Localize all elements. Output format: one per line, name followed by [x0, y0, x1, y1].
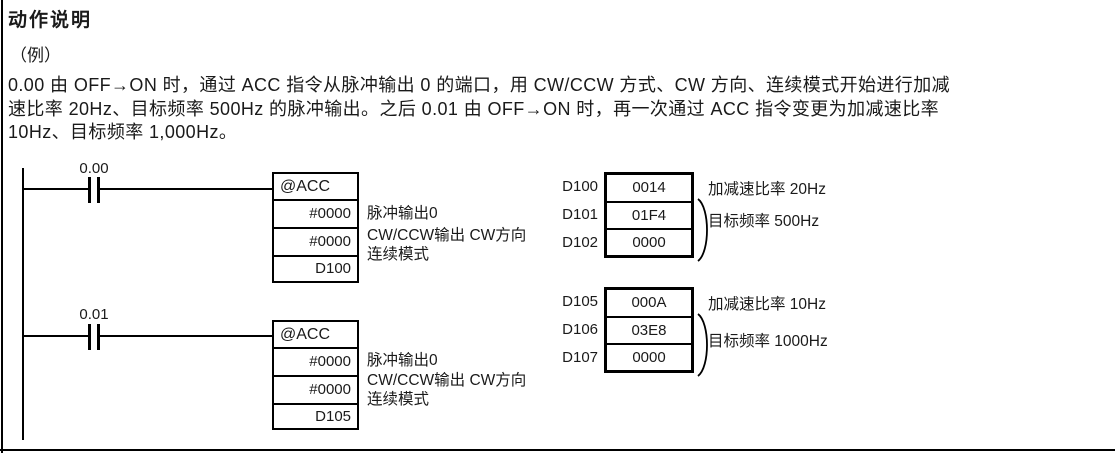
instruction-mnemonic: @ACC: [280, 178, 331, 195]
annotation-line: 连续模式: [367, 246, 430, 263]
instruction-mnemonic: @ACC: [280, 326, 331, 343]
rung1-operand2-annotation: CW/CCW输出 CW方向 连续模式: [367, 226, 526, 264]
memory-address-label: D102: [562, 234, 598, 251]
description-line-3: 10Hz、目标频率 1,000Hz。: [8, 122, 238, 142]
instruction-operand: #0000: [274, 199, 357, 227]
instruction-operand: #0000: [274, 375, 357, 403]
rung1-wire-left: [24, 188, 88, 190]
rung2-wire-left: [24, 335, 88, 337]
instruction-operand: #0000: [274, 227, 357, 255]
memory-note: 目标频率 1000Hz: [708, 333, 828, 350]
page-left-border: [1, 0, 3, 453]
description-line-2: 速比率 20Hz、目标频率 500Hz 的脉冲输出。之后 0.01 由 OFF→…: [8, 98, 940, 119]
memory-value: 0014: [632, 179, 666, 196]
instruction-operand: D105: [274, 403, 357, 428]
annotation-line: CW/CCW输出 CW方向: [367, 372, 527, 389]
rung2-contact-bar-right: [97, 324, 100, 350]
ladder-left-rail: [22, 168, 24, 440]
memory-note: 目标频率 500Hz: [708, 213, 820, 230]
memory-value-box-2: 000A 03E8 0000: [604, 287, 694, 373]
instruction-operand: D100: [274, 255, 357, 281]
description-paragraph: 0.00 由 OFF→ON 时，通过 ACC 指令从脉冲输出 0 的端口，用 C…: [8, 74, 950, 145]
description-line-1: 0.00 由 OFF→ON 时，通过 ACC 指令从脉冲输出 0 的端口，用 C…: [8, 75, 951, 95]
rung1-contact-bar-right: [97, 177, 100, 203]
grouping-brace: [697, 313, 708, 377]
memory-address-label: D101: [562, 206, 598, 223]
memory-address-label: D105: [562, 293, 598, 310]
instruction-operand: #0000: [274, 347, 357, 375]
rung1-contact-label: 0.00: [79, 160, 109, 177]
memory-address-label: D107: [562, 349, 598, 366]
page-bottom-border: [0, 449, 1115, 451]
section-title: 动作说明: [8, 10, 93, 31]
memory-note: 加减速比率 10Hz: [708, 296, 826, 313]
rung2-contact-label: 0.01: [79, 306, 109, 323]
annotation-line: CW/CCW输出 CW方向: [367, 227, 527, 244]
memory-value: 01F4: [607, 201, 691, 228]
rung2-operand1-annotation: 脉冲输出0: [367, 352, 438, 369]
rung1-wire-right: [100, 188, 273, 190]
memory-value: 0000: [607, 343, 691, 370]
rung1-operand1-annotation: 脉冲输出0: [367, 205, 438, 222]
memory-address-label: D106: [562, 321, 598, 338]
rung2-operand2-annotation: CW/CCW输出 CW方向 连续模式: [367, 371, 526, 409]
annotation-line: 连续模式: [367, 391, 430, 408]
memory-note: 加减速比率 20Hz: [708, 181, 826, 198]
memory-value: 0000: [607, 228, 691, 255]
rung1-contact-bar-left: [88, 177, 91, 203]
example-label: （例）: [10, 46, 61, 65]
memory-value-box-1: 0014 01F4 0000: [604, 172, 694, 258]
rung2-acc-instruction-block: @ACC #0000 #0000 D105: [272, 320, 359, 430]
memory-address-label: D100: [562, 178, 598, 195]
memory-value: 000A: [631, 294, 667, 311]
rung2-contact-bar-left: [88, 324, 91, 350]
memory-value: 03E8: [607, 316, 691, 343]
grouping-brace: [697, 198, 708, 262]
rung2-wire-right: [100, 335, 273, 337]
rung1-acc-instruction-block: @ACC #0000 #0000 D100: [272, 172, 359, 283]
